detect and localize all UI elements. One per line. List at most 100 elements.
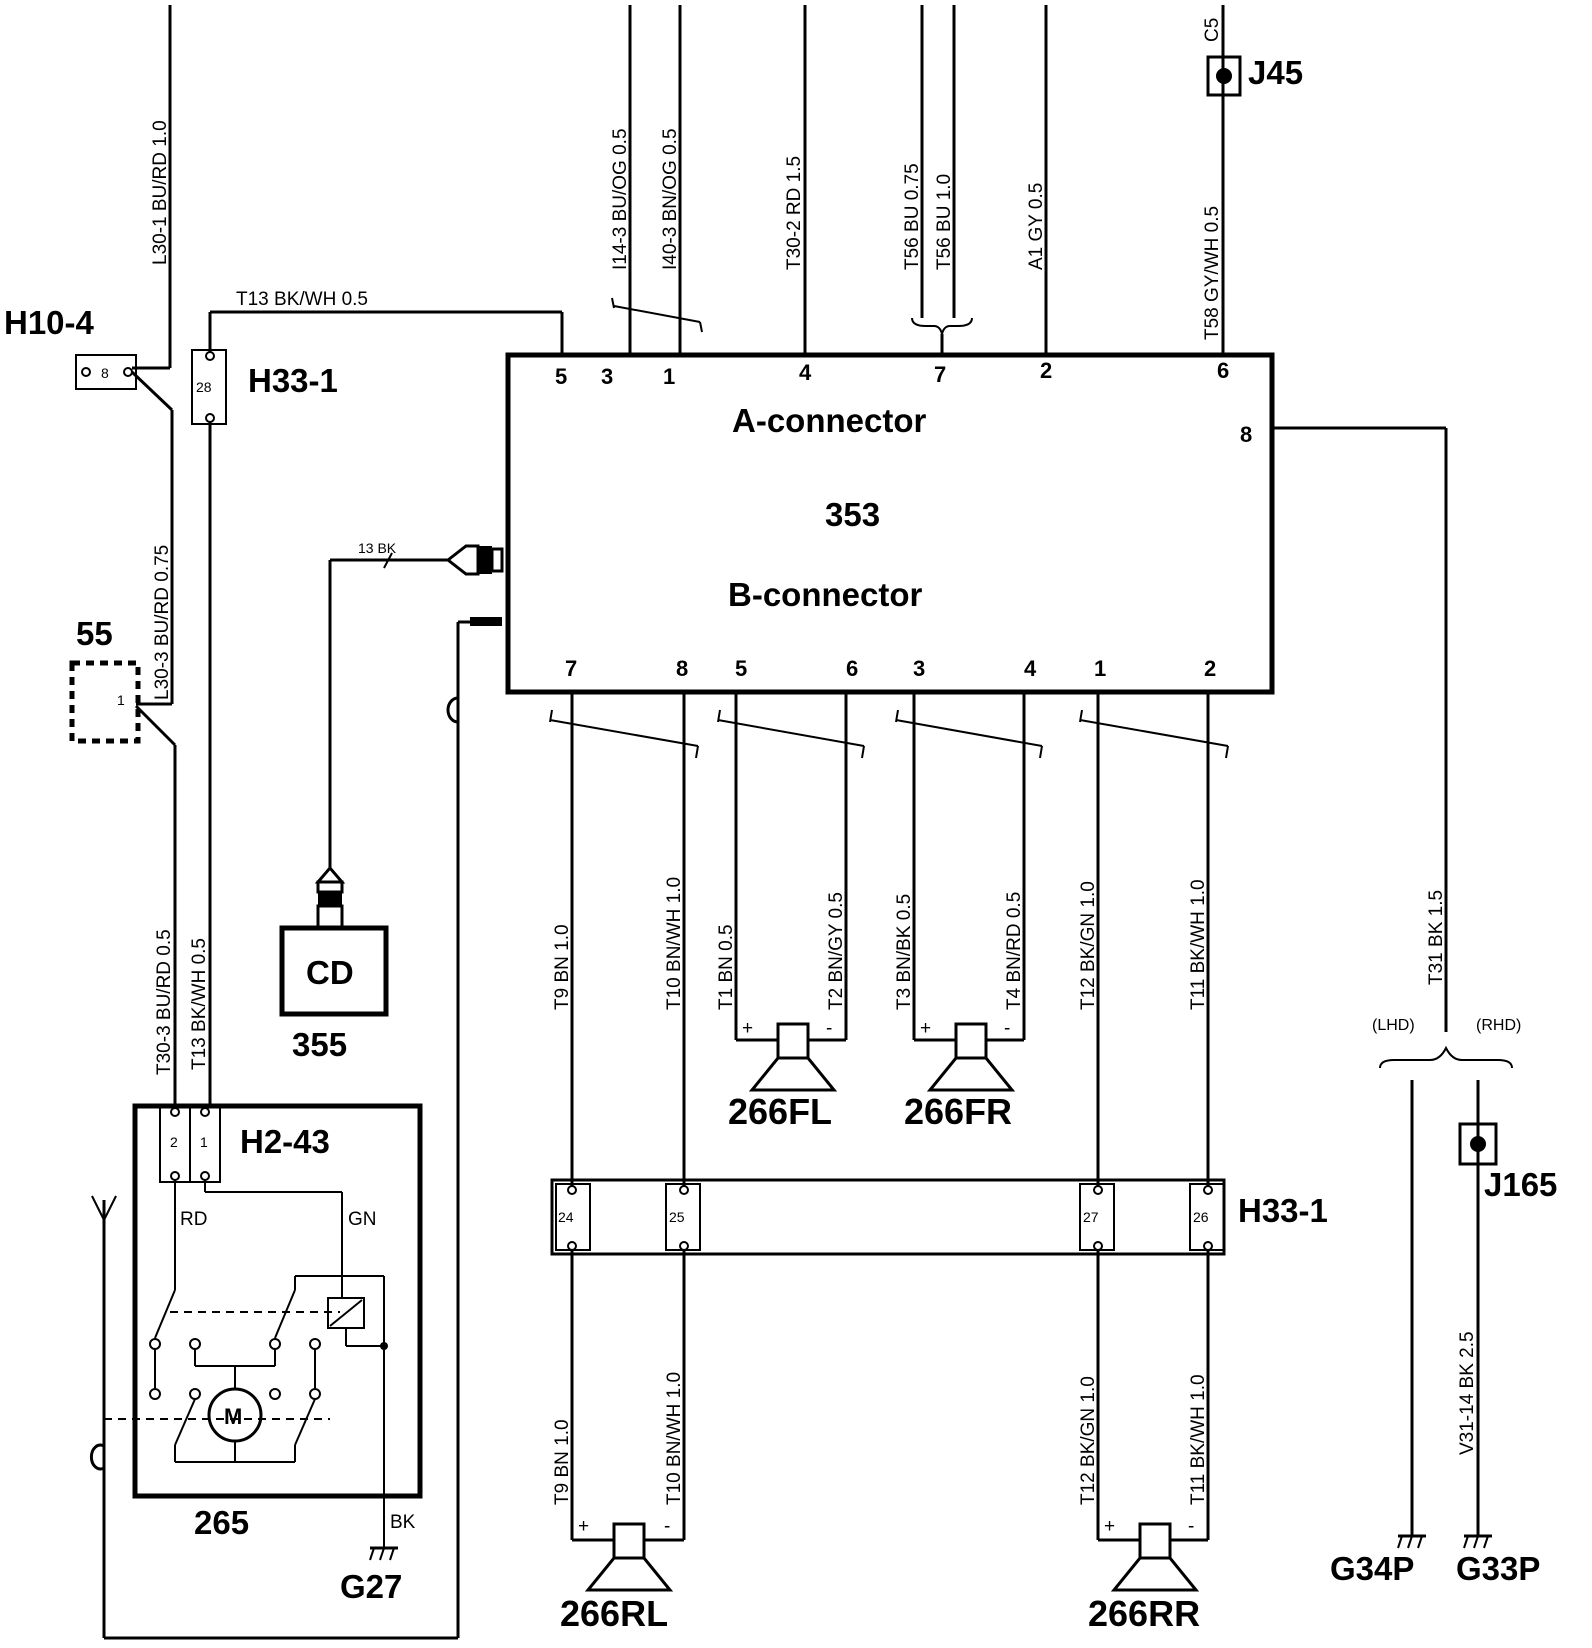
pin-dot [200, 1107, 210, 1117]
switch-right-lower [294, 1398, 316, 1446]
label-g27: G27 [340, 1568, 402, 1605]
speaker-266rl-magnet [612, 1522, 646, 1560]
label-t11-bot: T11 BK/WH 1.0 [1188, 1374, 1209, 1505]
plug-b-connector [445, 544, 480, 576]
switch-left-lower [174, 1398, 196, 1446]
label-g33p: G33P [1456, 1550, 1540, 1587]
pin-dot [123, 367, 133, 377]
connector-h10-4 [75, 354, 137, 390]
b-pin-1: 1 [1094, 656, 1106, 681]
label-fr-plus: + [920, 1018, 931, 1039]
switch-right-upper [274, 1289, 296, 1339]
cd-plug-band [318, 892, 342, 906]
label-rl-minus: - [664, 1516, 670, 1537]
label-h2-43: H2-43 [240, 1123, 330, 1160]
label-bk: BK [390, 1512, 416, 1533]
twist-mark [611, 297, 615, 309]
label-h33-1-bottom: H33-1 [1238, 1192, 1328, 1229]
twist-mark [895, 719, 1043, 747]
label-h33-pin-27: 27 [1083, 1209, 1099, 1225]
b-pin-6: 6 [846, 656, 858, 681]
twist-mark [549, 719, 699, 747]
pin-dot [679, 1185, 689, 1195]
pin-dot [170, 1107, 180, 1117]
pin-dot [567, 1241, 577, 1251]
label-t31: T31 BK 1.5 [1426, 890, 1447, 985]
switch-contact [189, 1388, 201, 1400]
ground-hatch [1417, 1535, 1423, 1549]
label-g34p: G34P [1330, 1550, 1414, 1587]
switch-contact [269, 1388, 281, 1400]
relay-coil-diag [329, 1299, 363, 1327]
brace-lhd-rhd [1379, 1045, 1513, 1069]
antenna-coupler-mark [446, 696, 459, 724]
a-pin-5: 5 [555, 364, 567, 389]
label-355: 355 [292, 1026, 347, 1063]
speaker-266rl-cone [584, 1556, 674, 1592]
label-rr-plus: + [1104, 1516, 1115, 1537]
label-265: 265 [194, 1504, 249, 1541]
label-t12-bot: T12 BK/GN 1.0 [1078, 1376, 1099, 1505]
twist-mark [699, 321, 703, 333]
speaker-266fl-cone [748, 1056, 838, 1092]
label-353: 353 [825, 496, 880, 533]
antenna-tip-right [103, 1195, 117, 1221]
cd-changer-box [279, 925, 389, 1017]
ground-hatch [1473, 1535, 1479, 1549]
b-pin-7: 7 [565, 656, 577, 681]
label-t10-top: T10 BN/WH 1.0 [664, 877, 685, 1010]
ground-hatch [1407, 1535, 1413, 1549]
switch-left-upper [154, 1289, 176, 1339]
b-pin-4: 4 [1024, 656, 1037, 681]
antenna-plug [470, 617, 502, 626]
label-rr-minus: - [1188, 1516, 1194, 1537]
brace-t56 [911, 317, 973, 335]
antenna-tip-left [91, 1195, 105, 1221]
twist-mark [1225, 745, 1229, 759]
b-pin-3: 3 [913, 656, 925, 681]
pin-dot [81, 367, 91, 377]
a-pin-6: 6 [1217, 358, 1229, 383]
label-t10-bot: T10 BN/WH 1.0 [664, 1372, 685, 1505]
antenna-motor-box-265 [132, 1103, 423, 1499]
a-pin-4: 4 [799, 360, 812, 385]
b-pin-8: 8 [676, 656, 688, 681]
label-266rl: 266RL [560, 1593, 668, 1634]
switch-contact [309, 1388, 321, 1400]
ground-hatch [1397, 1535, 1403, 1549]
ground-hatch [1483, 1535, 1489, 1549]
cd-plug-tip [314, 865, 346, 884]
label-h33-pin-26: 26 [1193, 1209, 1209, 1225]
pin-dot [205, 351, 215, 361]
label-t30-2: T30-2 RD 1.5 [784, 156, 805, 270]
component-55 [69, 660, 141, 744]
pin-dot [1093, 1185, 1103, 1195]
ground-hatch [1463, 1535, 1469, 1549]
label-motor: M [224, 1404, 242, 1429]
label-t56-a: T56 BU 0.75 [902, 163, 923, 270]
pin-dot [1203, 1241, 1213, 1251]
twist-mark [695, 745, 699, 759]
b-pin-5: 5 [735, 656, 747, 681]
wire-h10-out [130, 370, 174, 412]
switch-contact [309, 1338, 321, 1350]
label-v31-14: V31-14 BK 2.5 [1457, 1331, 1478, 1455]
label-266fl: 266FL [728, 1091, 832, 1132]
switch-contact [269, 1338, 281, 1350]
label-h2-pin-1: 1 [200, 1134, 208, 1150]
speaker-266rr-magnet [1138, 1522, 1172, 1560]
splice-j45-dot [1216, 68, 1232, 84]
radio-unit-353 [505, 352, 1275, 695]
twist-mark [717, 719, 865, 747]
label-266fr: 266FR [904, 1091, 1012, 1132]
label-lhd: (LHD) [1372, 1017, 1415, 1034]
label-l30-1: L30-1 BU/RD 1.0 [150, 120, 171, 265]
label-t13-mid: T13 BK/WH 0.5 [189, 938, 210, 1070]
pin-dot [200, 1171, 210, 1181]
label-t2: T2 BN/GY 0.5 [826, 892, 847, 1010]
plug-b-connector-tip [490, 547, 504, 573]
ground-hatch [389, 1547, 395, 1561]
twist-mark [861, 745, 865, 759]
